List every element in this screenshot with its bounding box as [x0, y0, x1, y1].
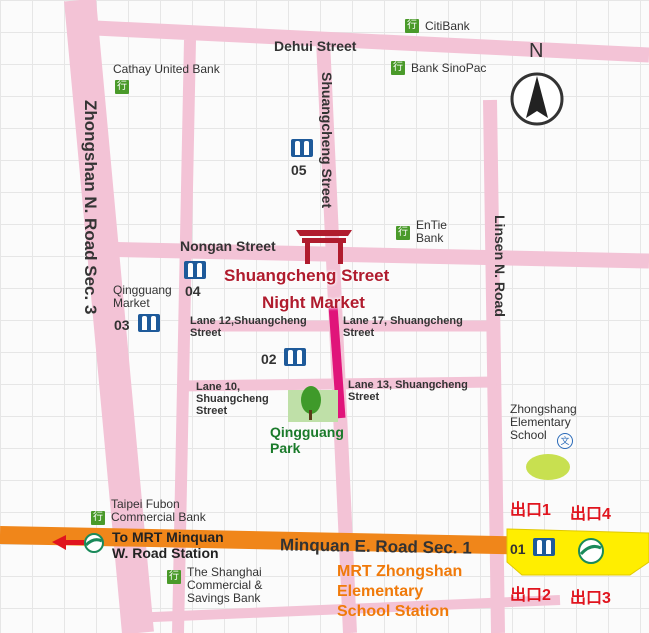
arrow-left-icon	[52, 535, 84, 550]
bank-icon: 行	[391, 61, 405, 75]
night-market-title-1: Shuangcheng Street	[224, 266, 390, 285]
label-entie: EnTie Bank	[416, 218, 447, 245]
toilet-01-label: 01	[510, 541, 526, 557]
night-market-route	[328, 305, 346, 419]
bank-icon: 行	[167, 570, 181, 584]
lane-17: Lane 17, Shuangcheng Street	[343, 315, 463, 339]
lane-13: Lane 13, Shuangcheng Street	[348, 379, 468, 403]
exit-3: 出口3	[570, 584, 611, 608]
to-minquan-2: W. Road Station	[112, 545, 219, 561]
station-box	[506, 528, 649, 576]
gate-icon	[296, 230, 352, 264]
toilet-03-label: 03	[114, 317, 130, 333]
bank-icon: 行	[115, 80, 129, 94]
label-sinopac: Bank SinoPac	[411, 61, 487, 75]
park-label-1: Qingguang	[270, 424, 344, 440]
street-nongan: Nongan Street	[180, 238, 276, 254]
toilet-icon	[138, 314, 160, 332]
street-shuangcheng: Shuangcheng Street	[319, 72, 335, 209]
label-shanghai: The Shanghai Commercial & Savings Bank	[187, 565, 263, 605]
lane-12: Lane 12,Shuangcheng Street	[190, 315, 307, 339]
bank-icon: 行	[91, 511, 105, 525]
school-field	[526, 454, 570, 480]
exit-icon: 出口	[570, 506, 603, 523]
tree-icon	[301, 386, 321, 420]
station-name-2: Elementary	[337, 583, 424, 600]
toilet-icon	[184, 261, 206, 279]
mrt-logo-icon-station	[578, 538, 604, 564]
toilet-icon	[284, 348, 306, 366]
label-fubon: Taipei Fubon Commercial Bank	[111, 497, 206, 524]
school-icon: 文	[557, 433, 573, 449]
street-minquan: Minquan E. Road Sec. 1	[279, 535, 472, 558]
street-linsen: Linsen N. Road	[492, 215, 508, 317]
street-zhongshan: Zhongshan N. Road Sec. 3	[81, 100, 100, 315]
road-dehui	[94, 20, 649, 63]
exit-4-number: 4	[602, 506, 611, 523]
label-cathay: Cathay United Bank	[113, 62, 220, 76]
label-zhongshang-school: Zhongshang Elementary School	[510, 402, 577, 442]
exit-3-number: 3	[602, 590, 611, 607]
exit-4: 出口4	[570, 500, 611, 524]
exit-icon: 出口	[510, 502, 543, 519]
station-name-1: MRT Zhongshan	[337, 563, 463, 580]
lane-10: Lane 10, Shuangcheng Street	[196, 381, 269, 417]
station-name-3: School Station	[337, 603, 449, 620]
toilet-02-label: 02	[261, 351, 277, 367]
compass-icon	[510, 72, 564, 126]
exit-icon: 出口	[510, 587, 543, 604]
mrt-logo-icon-west	[84, 533, 104, 553]
street-dehui: Dehui Street	[274, 38, 357, 54]
label-citibank: CitiBank	[425, 19, 470, 33]
toilet-04-label: 04	[185, 283, 201, 299]
toilet-05-label: 05	[291, 162, 307, 178]
bank-icon: 行	[405, 19, 419, 33]
toilet-icon	[533, 538, 555, 556]
exit-1: 出口1	[510, 496, 551, 520]
north-label: N	[529, 40, 544, 62]
exit-2-number: 2	[542, 587, 551, 604]
exit-1-number: 1	[542, 502, 551, 519]
toilet-icon	[291, 139, 313, 157]
park-label-2: Park	[270, 440, 301, 456]
road-nongan	[94, 241, 649, 269]
exit-2: 出口2	[510, 581, 551, 605]
night-market-title-2: Night Market	[262, 293, 365, 312]
exit-icon: 出口	[570, 590, 603, 607]
road-bottom	[129, 595, 561, 623]
to-minquan-1: To MRT Minquan	[112, 529, 224, 545]
label-qingguang-market: Qingguang Market	[113, 283, 172, 310]
bank-icon: 行	[396, 226, 410, 240]
